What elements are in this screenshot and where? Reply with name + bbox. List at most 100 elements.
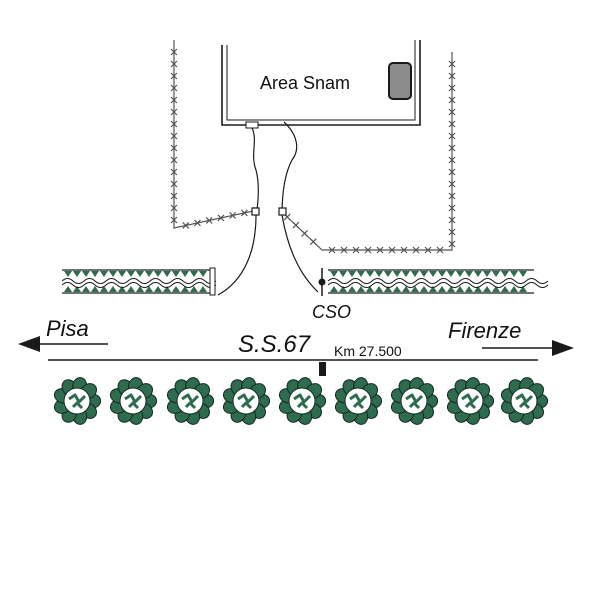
hedge-leaf [118,271,126,277]
hedge-leaf [145,271,153,277]
fence-cross [448,84,456,92]
hedge-leaf [402,286,410,292]
hedges [61,267,549,296]
fence-cross [328,246,336,254]
tree-row [53,377,549,425]
hedge-leaf [393,271,401,277]
fence-cross [217,214,225,222]
hedge-leaf [163,286,171,292]
hedge-leaf [420,286,428,292]
tree [222,377,271,425]
km-marker [319,362,326,376]
hedge-leaf [73,271,81,277]
fence-cross [170,132,178,140]
fence-cross [309,238,317,246]
hedge-leaf [438,271,446,277]
fence-cross [170,72,178,80]
fence-cross [424,246,432,254]
fence-cross [448,180,456,188]
perimeter-fence [170,40,456,254]
hedge-leaf [109,286,117,292]
hedge-leaf [127,286,135,292]
hedge-leaf [357,271,365,277]
hedge-leaf [348,286,356,292]
hedge-leaf [82,286,90,292]
hedge-leaf [190,286,198,292]
hedge-leaf [330,286,338,292]
hedge-leaf [181,271,189,277]
hedge-leaf [384,286,392,292]
pisa-label: Pisa [46,316,89,341]
fence-right [281,52,456,254]
fence-cross [448,108,456,116]
hedge-leaf [127,271,135,277]
fence-cross [448,228,456,236]
fence-cross [448,168,456,176]
tree [166,377,215,425]
fence-cross [170,120,178,128]
fence-cross [448,144,456,152]
cso-label: CSO [312,302,351,322]
cso-marker [318,268,326,296]
hedge-leaf [492,271,500,277]
hedge-leaf [519,271,527,277]
fence-cross [448,132,456,140]
tree [278,377,327,425]
area-snam-enclosure [221,40,421,129]
fence-cross [301,230,309,237]
hedge-leaf [510,286,518,292]
fence-cross [448,120,456,128]
hedge-leaf [100,286,108,292]
hedge-leaf [172,286,180,292]
fence-cross [170,156,178,164]
fence-left [170,40,260,229]
firenze-label: Firenze [448,318,521,343]
pisa-arrowhead [18,336,40,352]
hedge-leaf [199,271,207,277]
fence-cross [170,216,178,224]
fence-cross [205,217,213,224]
hedge-pipe [61,282,217,288]
hedge-leaf [366,286,374,292]
road [18,336,574,376]
hedge-leaf [100,271,108,277]
hedge-leaf [429,271,437,277]
fence-cross [182,222,190,229]
fence-cross [170,48,178,56]
access-paths [217,121,319,296]
left-junction [251,207,260,216]
hedge-pipe [61,278,217,284]
fence-cross [448,156,456,164]
hedge-leaf [145,286,153,292]
hedge-leaf [375,271,383,277]
tree [334,377,383,425]
fence-cross [170,192,178,200]
hedge-leaf [411,271,419,277]
hedge-leaf [348,271,356,277]
hedge-leaf [154,271,162,277]
hedge-leaf [357,286,365,292]
fence-cross [364,246,372,254]
fence-cross [292,221,300,229]
hedge-leaf [438,286,446,292]
hedge-leaf [465,286,473,292]
hedge-leaf [447,271,455,277]
fence-cross [448,216,456,224]
hedge-right [327,269,549,294]
hedge-leaf [420,271,428,277]
fence-cross [170,108,178,116]
hedge-leaf [181,286,189,292]
hedge-leaf [330,271,338,277]
hedge-leaf [483,271,491,277]
fence-cross [170,168,178,176]
fence-cross [376,246,384,254]
hedge-leaf [456,286,464,292]
hedge-leaf [519,286,527,292]
hedge-leaf [73,286,81,292]
hedge-leaf [199,286,207,292]
hedge-leaf [384,271,392,277]
fence-cross [400,246,408,254]
hedge-leaf [64,271,72,277]
fence-cross [388,246,396,254]
hedge-leaf [339,271,347,277]
